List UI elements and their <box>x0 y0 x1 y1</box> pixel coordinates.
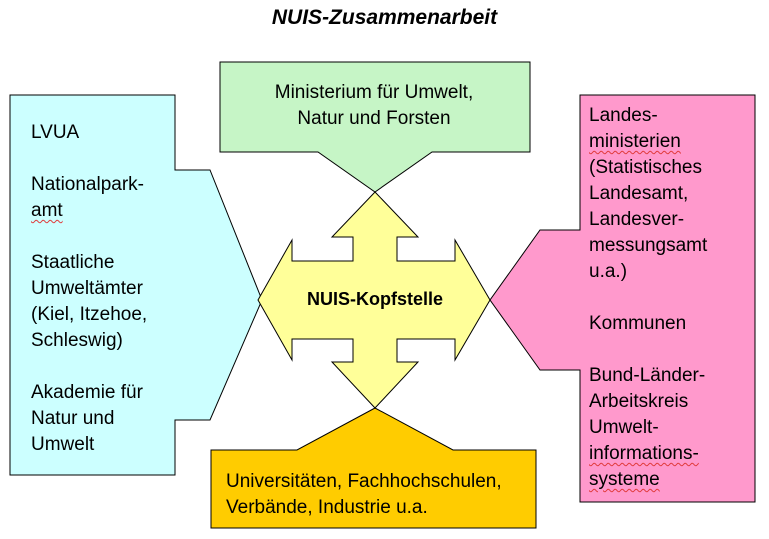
right-box-line: u.a.) <box>589 261 628 282</box>
left-box-line: Staatliche <box>31 252 115 273</box>
right-box-line: Umwelt- <box>589 417 659 438</box>
right-callout-box <box>489 94 756 503</box>
bottom-box-text: Universitäten, Fachhochschulen, Verbände… <box>226 469 502 521</box>
right-box-line: messungsamt <box>589 235 708 256</box>
right-box-line: Landes- <box>589 105 658 126</box>
right-box-line: ministerien <box>589 131 681 152</box>
right-box-line: Kommunen <box>589 313 687 334</box>
top-box-line: Ministerium für Umwelt, <box>274 82 474 103</box>
right-box-line: systeme <box>589 469 660 490</box>
left-box-text: LVUA Nationalpark- amt Staatliche Umwelt… <box>31 120 147 458</box>
left-callout-box <box>9 94 263 476</box>
top-box-line: Natur und Forsten <box>297 108 451 129</box>
left-box-line: Schleswig) <box>31 330 123 351</box>
left-box-line: Umwelt <box>31 434 95 455</box>
right-box-line: informations- <box>589 443 699 464</box>
left-box-line: LVUA <box>31 122 80 143</box>
left-box-line: Nationalpark- <box>31 174 144 195</box>
right-box-line: Bund-Länder- <box>589 365 706 386</box>
right-box-line: Landesver- <box>589 209 685 230</box>
left-box-line: Akademie für <box>31 382 143 403</box>
right-box-text: Landes- ministerien (Statistisches Lande… <box>589 103 707 493</box>
left-box-line: amt <box>31 200 63 221</box>
center-label: NUIS-Kopfstelle <box>306 289 443 309</box>
left-box-line <box>31 224 147 250</box>
left-box-line <box>31 146 147 172</box>
right-box-line: Arbeitskreis <box>589 391 689 412</box>
diagram-title: NUIS-Zusammenarbeit <box>271 6 498 29</box>
right-box-line <box>589 337 707 363</box>
top-callout-box <box>219 61 531 193</box>
right-box-line: Landesamt, <box>589 183 689 204</box>
bottom-box-line: Universitäten, Fachhochschulen, <box>226 471 502 492</box>
left-box-line <box>31 354 147 380</box>
top-box-text: Ministerium für Umwelt, Natur und Forste… <box>220 80 528 132</box>
left-box-line: Natur und <box>31 408 115 429</box>
bottom-callout-box <box>210 407 537 529</box>
bottom-box-line: Verbände, Industrie u.a. <box>226 497 428 518</box>
right-box-line <box>589 285 707 311</box>
left-box-line: Umweltämter <box>31 278 143 299</box>
left-box-line: (Kiel, Itzehoe, <box>31 304 148 325</box>
right-box-line: (Statistisches <box>589 157 702 178</box>
